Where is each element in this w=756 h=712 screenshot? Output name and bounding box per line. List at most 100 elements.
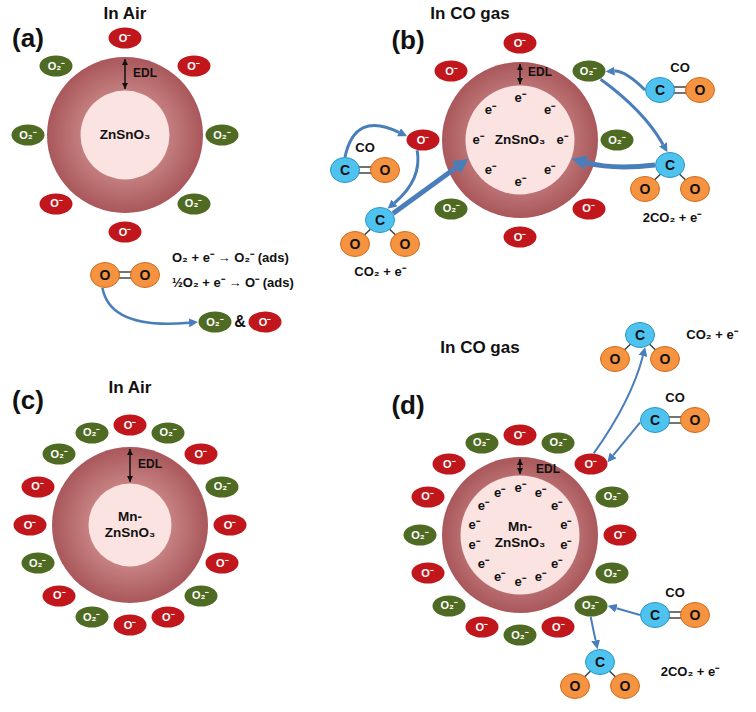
oxygen-ion: O₂⁻ [432,595,466,617]
atom-symbol: C [375,212,385,228]
particle-shell [442,457,598,613]
atom-symbol: O [140,267,151,283]
ion-label: O₂⁻ [19,129,36,142]
ion-label: O⁻ [259,316,272,329]
oxygen-ion: O₂⁻ [434,198,468,220]
oxygen-ion: O⁻ [411,486,445,508]
oxygen-ion: O⁻ [108,27,142,49]
oxygen-ion: O₂⁻ [600,129,634,151]
ion-label: O₂⁻ [48,60,65,73]
oxygen-ion: O₂⁻ [39,55,73,77]
oxygen-ion: O⁻ [21,476,55,498]
ion-label: O⁻ [445,65,458,78]
atom-bead: O [90,262,120,288]
molecule-label: 2CO₂ + e⁻ [643,211,702,225]
oxygen-ion: O₂⁻ [574,595,608,617]
ion-label: O₂⁻ [160,426,177,439]
oxygen-ion: O₂⁻ [595,562,629,584]
oxygen-ion: O⁻ [465,616,499,638]
atom-symbol: O [690,607,701,623]
oxygen-ion: O⁻ [503,32,537,54]
atom-bead: O [600,346,630,372]
atom-bead: O [130,262,160,288]
atom-bead: O [560,673,590,699]
atom-symbol: O [695,82,706,98]
molecule-label: CO [670,61,690,75]
ion-label: O₂⁻ [580,65,597,78]
oxygen-ion: O⁻ [411,562,445,584]
electron-label: e⁻ [544,163,555,177]
ion-label: O⁻ [421,490,434,503]
ion-label: O₂⁻ [473,436,490,449]
atom-bead: C [330,157,360,183]
oxygen-ion: O⁻ [432,453,466,475]
atom-symbol: C [650,412,660,428]
ion-label: O₂⁻ [411,529,428,542]
electron-label: e⁻ [494,570,505,584]
ion-label: O₂⁻ [441,599,458,612]
ion-label: O₂⁻ [192,589,209,602]
electron-label: e⁻ [560,517,571,531]
ion-label: O⁻ [53,589,66,602]
ion-label: O⁻ [124,419,137,432]
atom-symbol: O [100,267,111,283]
atom-bead: O [340,231,370,257]
chemical-bonds [105,87,700,686]
electron-label: e⁻ [478,557,489,571]
electron-label: e⁻ [535,485,546,499]
edl-arrow [124,59,126,89]
ion-label: O⁻ [216,557,229,570]
oxygen-ion: O⁻ [13,514,47,536]
reaction-arrow [591,617,596,641]
oxygen-ion: O₂⁻ [21,552,55,574]
oxygen-ion: O⁻ [113,614,147,636]
ion-label: O⁻ [514,429,527,442]
electron-label: e⁻ [478,499,489,513]
ion-label: O₂⁻ [511,629,528,642]
layer-label: EDL [138,458,162,471]
reaction-arrow [102,288,189,324]
oxygen-ion: O⁻ [213,514,247,536]
oxygen-ion: O⁻ [406,129,440,151]
particle-shell [52,447,208,603]
ion-label: O⁻ [475,621,488,634]
oxygen-ion: O⁻ [503,424,537,446]
electron-label: e⁻ [556,133,567,147]
oxygen-ion: O⁻ [184,443,218,465]
atom-symbol: O [640,181,651,197]
electron-label: e⁻ [544,103,555,117]
ion-label: O₂⁻ [213,129,230,142]
oxygen-ion: O⁻ [603,524,637,546]
electron-label: e⁻ [560,538,571,552]
electron-label: e⁻ [469,517,480,531]
atom-symbol: O [570,678,581,694]
material-name: ZnSnO₃ [495,132,546,148]
edl-arrow [519,64,521,84]
atom-bead: O [390,231,420,257]
atom-bead: C [625,322,655,348]
ion-label: O₂⁻ [83,426,100,439]
oxygen-ion: O⁻ [39,193,73,215]
atom-bead: C [640,407,670,433]
ion-label: O₂⁻ [604,567,621,580]
oxygen-ion: O⁻ [205,552,239,574]
oxygen-ion: O₂⁻ [541,432,575,454]
ion-label: O⁻ [443,458,456,471]
atom-symbol: O [380,162,391,178]
particle-core: ZnSnO₃ [80,90,170,180]
ion-label: O⁻ [224,519,237,532]
reaction-equation: O₂ + e⁻ → O₂⁻ (ads) [172,251,289,265]
ion-label: O⁻ [514,231,527,244]
material-name: ZnSnO₃ [100,127,151,143]
reaction-arrow [586,163,655,167]
edl-arrow [129,449,131,482]
panel-title: In CO gas [440,339,519,358]
ion-label: O₂⁻ [550,436,567,449]
panel-letter: (d) [391,391,424,420]
atom-symbol: O [620,678,631,694]
oxygen-ion: O₂⁻ [572,60,606,82]
reaction-arrow [616,608,640,615]
ion-label: O⁻ [582,202,595,215]
atom-symbol: O [660,351,671,367]
